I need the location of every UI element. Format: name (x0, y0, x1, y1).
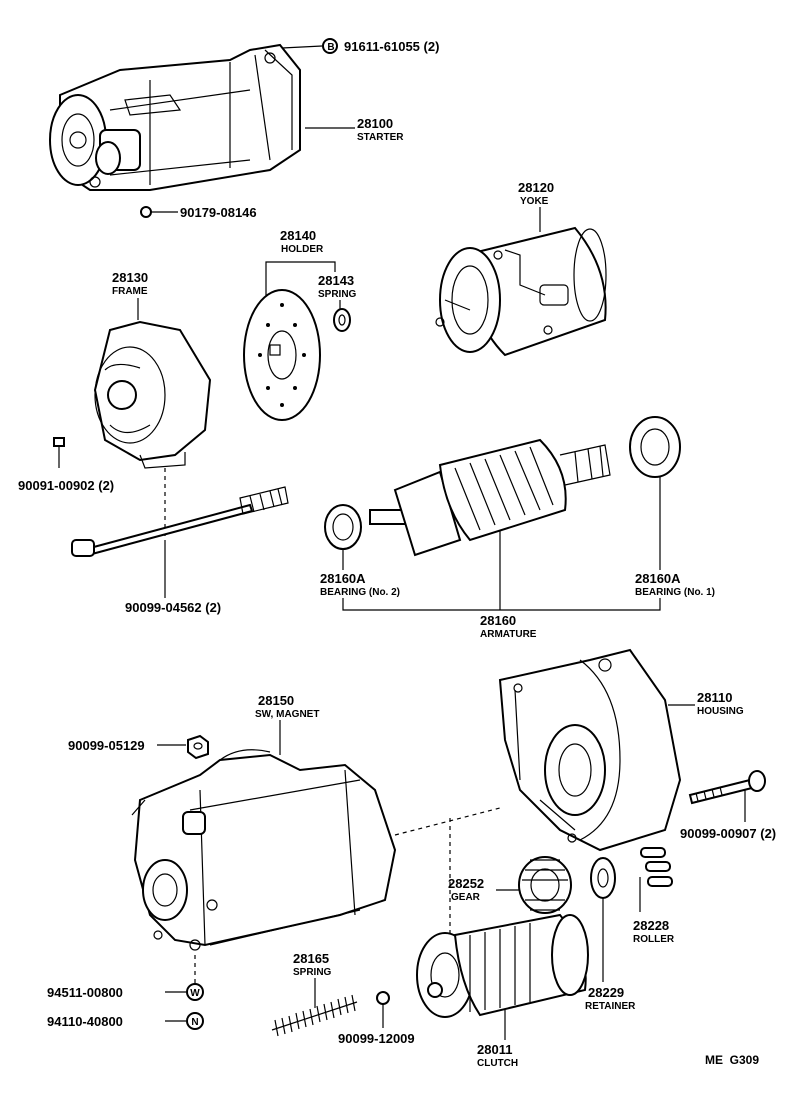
part-name-spring-28165: SPRING (293, 967, 332, 978)
part-name-armature: ARMATURE (480, 629, 537, 640)
magnet-switch-drawing[interactable] (131, 749, 397, 951)
part-label-90099-05129[interactable]: 90099-05129 (68, 738, 145, 753)
part-label-28160A-bearing-no2[interactable]: 28160A (320, 571, 366, 586)
housing-bolt-drawing[interactable] (688, 770, 766, 805)
part-label-28140[interactable]: 28140 (280, 228, 316, 243)
part-label-28228[interactable]: 28228 (633, 918, 669, 933)
part-label-28252[interactable]: 28252 (448, 876, 484, 891)
part-label-91611-61055[interactable]: 91611-61055 (2) (344, 39, 439, 54)
housing-drawing[interactable] (498, 648, 682, 852)
bolt-91611-icon (281, 38, 338, 54)
part-name-sw-magnet: SW, MAGNET (255, 709, 319, 720)
part-label-28120[interactable]: 28120 (518, 180, 554, 195)
part-label-90099-04562[interactable]: 90099-04562 (2) (125, 600, 221, 615)
part-name-starter: STARTER (357, 132, 404, 143)
part-label-28160[interactable]: 28160 (480, 613, 516, 628)
part-label-28160A-bearing-no1[interactable]: 28160A (635, 571, 681, 586)
part-label-28011[interactable]: 28011 (477, 1042, 512, 1057)
part-label-28150[interactable]: 28150 (258, 693, 294, 708)
part-name-spring-28143: SPRING (318, 289, 357, 300)
part-label-90099-00907[interactable]: 90099-00907 (2) (680, 826, 776, 841)
bearing-no2-drawing[interactable] (324, 504, 362, 550)
yoke-drawing[interactable] (435, 226, 607, 357)
part-name-clutch: CLUTCH (477, 1058, 518, 1069)
part-name-holder: HOLDER (281, 244, 324, 255)
part-name-yoke: YOKE (520, 196, 549, 207)
part-label-90099-12009[interactable]: 90099-12009 (338, 1031, 415, 1046)
armature-drawing[interactable] (369, 438, 611, 557)
symbol-n-icon: N (191, 1017, 198, 1028)
part-label-94511-00800[interactable]: 94511-00800 (47, 985, 123, 1000)
part-label-90091-00902[interactable]: 90091-00902 (2) (18, 478, 114, 493)
part-label-28110[interactable]: 28110 (697, 690, 732, 705)
symbol-w-icon: W (190, 988, 200, 999)
nut-icon (186, 1012, 204, 1030)
part-label-28143[interactable]: 28143 (318, 273, 354, 288)
part-label-28100[interactable]: 28100 (357, 116, 393, 131)
part-name-retainer: RETAINER (585, 1001, 636, 1012)
part-label-28130[interactable]: 28130 (112, 270, 148, 285)
part-name-gear: GEAR (451, 892, 481, 903)
part-name-roller: ROLLER (633, 934, 675, 945)
starter-assembly-drawing[interactable] (49, 43, 301, 191)
bearing-no1-drawing[interactable] (629, 416, 681, 478)
washer-icon (186, 983, 204, 1001)
part-name-bearing-no1: BEARING (No. 1) (635, 587, 715, 598)
through-bolt-drawing[interactable] (71, 486, 289, 557)
part-name-housing: HOUSING (697, 706, 744, 717)
brush-holder-drawing[interactable] (243, 289, 321, 421)
screw-90091-icon (53, 437, 65, 468)
retainer-drawing[interactable] (590, 857, 616, 899)
roller-drawing[interactable] (640, 847, 673, 887)
starter-clutch-drawing[interactable] (416, 913, 589, 1018)
idler-gear-drawing[interactable] (518, 856, 572, 914)
part-label-94110-40800[interactable]: 94110-40800 (47, 1014, 123, 1029)
symbol-b-icon: B (327, 42, 334, 53)
diagram-reference: ME G309 (705, 1053, 759, 1067)
part-label-90179-08146[interactable]: 90179-08146 (180, 205, 257, 220)
steel-ball-icon (376, 991, 390, 1028)
part-label-28229[interactable]: 28229 (588, 985, 624, 1000)
spring-28165-drawing[interactable] (271, 994, 358, 1037)
spring-28143-drawing[interactable] (333, 308, 351, 332)
part-name-frame: FRAME (112, 286, 148, 297)
frame-drawing[interactable] (93, 320, 212, 469)
nut-90099-05129-icon (187, 734, 209, 760)
part-name-bearing-no2: BEARING (No. 2) (320, 587, 400, 598)
screw-90179-icon (140, 206, 178, 218)
part-label-28165[interactable]: 28165 (293, 951, 329, 966)
